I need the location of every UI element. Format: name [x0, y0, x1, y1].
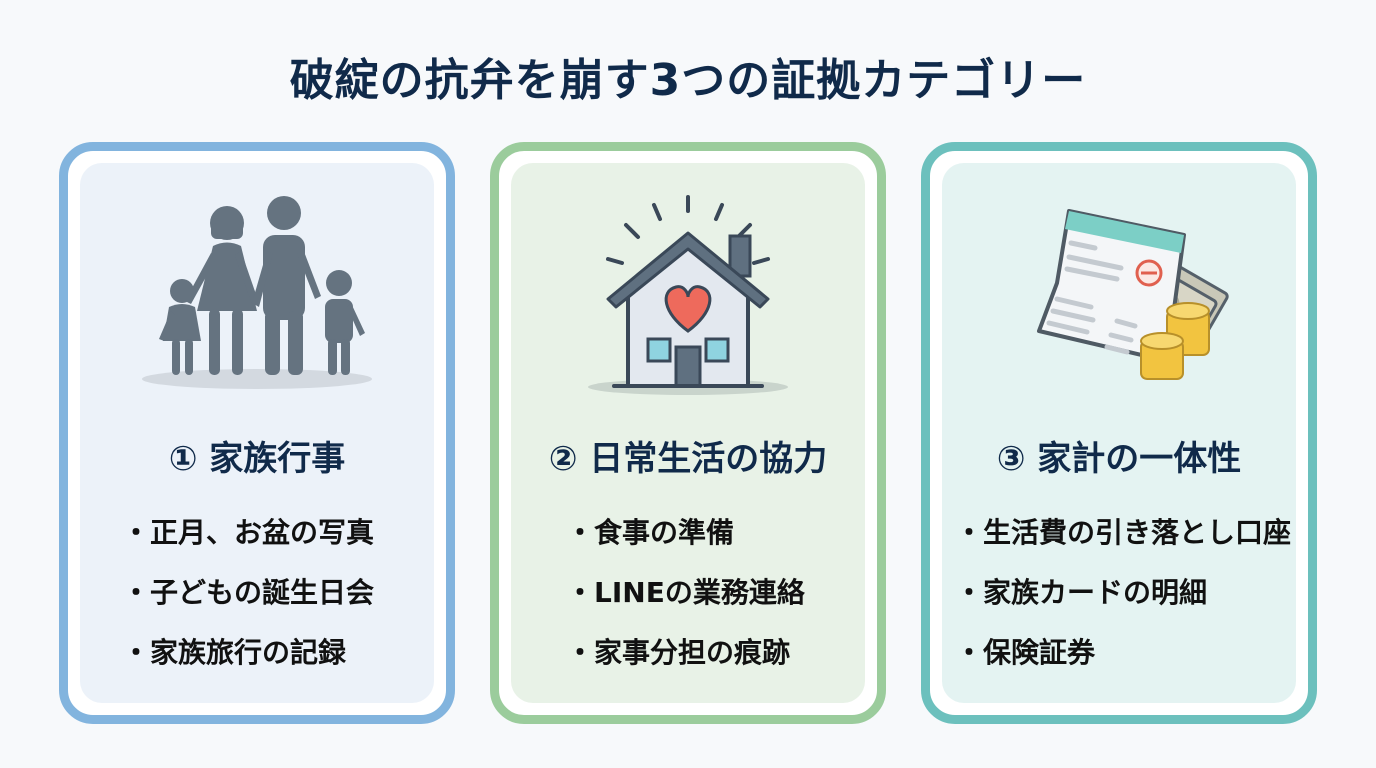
house-heart-icon — [511, 191, 865, 401]
card-family-events: ① 家族行事 ・正月、お盆の写真 ・子どもの誕生日会 ・家族旅行の記録 — [59, 142, 455, 724]
card-daily-cooperation: ② 日常生活の協力 ・食事の準備 ・LINEの業務連絡 ・家事分担の痕跡 — [490, 142, 886, 724]
statement-money-icon — [942, 191, 1296, 401]
list-item: ・家族カードの明細 — [955, 576, 1208, 609]
family-icon — [80, 191, 434, 401]
list-item: ・家族旅行の記録 — [122, 636, 347, 669]
list-item: ・正月、お盆の写真 — [122, 516, 375, 549]
list-item: ・生活費の引き落とし口座 — [955, 516, 1292, 549]
card-title: ① 家族行事 — [168, 439, 346, 479]
evidence-list: ・食事の準備 ・LINEの業務連絡 ・家事分担の痕跡 — [511, 513, 865, 693]
list-item: ・子どもの誕生日会 — [122, 576, 375, 609]
list-item: ・食事の準備 — [566, 516, 735, 549]
evidence-list: ・正月、お盆の写真 ・子どもの誕生日会 ・家族旅行の記録 — [80, 513, 434, 693]
page-title: 破綻の抗弁を崩す3つの証拠カテゴリー — [289, 55, 1087, 106]
evidence-list: ・生活費の引き落とし口座 ・家族カードの明細 ・保険証券 — [942, 513, 1296, 693]
list-item: ・保険証券 — [955, 636, 1096, 669]
list-item: ・LINEの業務連絡 — [566, 576, 805, 609]
card-title: ③ 家計の一体性 — [996, 439, 1242, 479]
card-title: ② 日常生活の協力 — [548, 439, 828, 479]
card-household-finances: ③ 家計の一体性 ・生活費の引き落とし口座 ・家族カードの明細 ・保険証券 — [921, 142, 1317, 724]
list-item: ・家事分担の痕跡 — [566, 636, 791, 669]
